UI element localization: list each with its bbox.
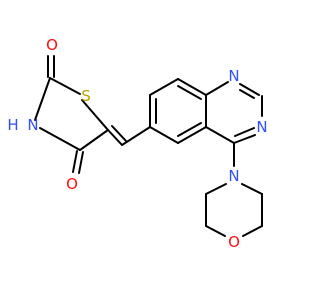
molecule-canvas: O S H N O N N N O [7, 36, 268, 251]
atom-s-ring: S [81, 87, 91, 105]
bond-c7-c8 [149, 78, 179, 96]
bond-c4-c4a [205, 126, 235, 144]
atom-h-imide: H [7, 116, 18, 134]
atom-n-imide: N [27, 116, 38, 134]
bond-n1-c2-inner [239, 89, 255, 99]
bond-c4a-c5-inner [177, 122, 202, 137]
bond-n3-c4-inner [234, 127, 255, 137]
bond-c2-s1 [49, 77, 81, 95]
bond-n-ca [205, 183, 227, 195]
bond-c8-c8a [177, 78, 207, 96]
atom-o-carbonyl-bottom: O [66, 175, 78, 193]
quinazoline-benzene-ring [149, 78, 207, 144]
atom-n-morpholine: N [228, 167, 239, 185]
bond-n1-c2 [239, 83, 260, 96]
bond-o-cc [242, 225, 263, 237]
thiazolidinedione-ring [34, 77, 109, 151]
atom-n-quinazoline-1: N [228, 67, 239, 85]
bond-cb-o [205, 225, 226, 237]
bond-c4a-c5 [177, 126, 207, 144]
quinazoline-pyrimidine-ring [205, 81, 263, 144]
atom-n-quinazoline-3: N [256, 118, 267, 136]
bond-c4-o-double-b [78, 151, 84, 174]
atom-o-carbonyl-top: O [46, 36, 58, 54]
morpholine-ring [205, 142, 263, 237]
methylidene-linker [107, 125, 151, 146]
bond-s1-c5 [81, 99, 109, 131]
bond-n3-c4 [233, 134, 256, 144]
bond-c8a-n1 [205, 81, 229, 96]
bond-c4-o-double-a [72, 150, 78, 173]
bond-c2-n3 [34, 77, 51, 121]
carbonyl-bonds [47, 55, 84, 174]
bond-c8-c8a-inner [177, 85, 202, 100]
bond-c5-c6 [149, 126, 179, 144]
bond-c5-ch-b [111, 125, 127, 142]
bond-c5-c4 [79, 129, 109, 151]
bond-cd-n [241, 183, 263, 195]
molecule-structure: O S H N O N N N O [7, 36, 267, 251]
atom-labels: O S H N O N N N O [7, 36, 267, 251]
atom-o-morpholine: O [228, 233, 240, 251]
bond-ch-c6 [121, 126, 151, 146]
bond-c4-n3 [39, 127, 81, 151]
bond-c5-ch-a [107, 129, 123, 146]
